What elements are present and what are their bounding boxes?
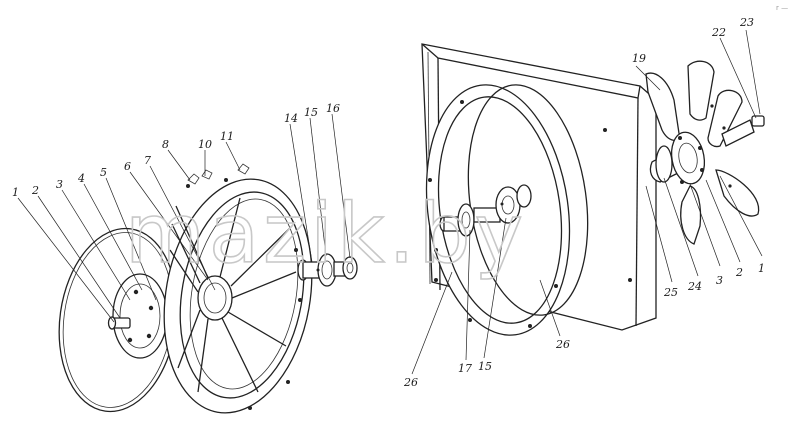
left-bearing-shaft — [297, 253, 358, 287]
fan-impeller — [645, 60, 765, 245]
spoked-wheel — [163, 163, 313, 414]
callout-r17: 17 — [458, 362, 472, 375]
callout-5: 5 — [100, 166, 107, 179]
left-assembly — [17, 113, 358, 414]
callout-24: 24 — [687, 280, 702, 293]
callout-10: 10 — [198, 138, 212, 151]
callout-r15: 15 — [478, 360, 492, 373]
callout-11: 11 — [220, 130, 234, 143]
callout-3: 3 — [56, 178, 63, 191]
hub-plate — [107, 273, 168, 359]
left-leaders — [17, 113, 351, 323]
corner-mark: r — — [776, 4, 788, 12]
callout-15: 15 — [304, 106, 318, 119]
callout-r2: 2 — [735, 266, 743, 279]
right-leaders — [411, 29, 763, 375]
callout-r3: 3 — [716, 274, 723, 287]
callout-6: 6 — [124, 160, 131, 173]
callout-7: 7 — [144, 154, 151, 167]
callout-19: 19 — [632, 52, 646, 65]
callout-4: 4 — [77, 172, 85, 185]
callout-26b: 26 — [555, 338, 570, 351]
callout-2: 2 — [31, 184, 39, 197]
callout-26a: 26 — [403, 376, 418, 389]
watermark-text: mazik.by — [125, 187, 527, 282]
callout-23: 23 — [739, 16, 754, 29]
callout-1: 1 — [12, 186, 19, 199]
callout-16: 16 — [326, 102, 340, 115]
right-bearing-shaft — [439, 184, 532, 237]
callout-8: 8 — [162, 138, 169, 151]
callout-14: 14 — [284, 112, 298, 125]
callout-25: 25 — [663, 286, 678, 299]
right-assembly — [411, 29, 765, 375]
callout-r1: 1 — [758, 262, 765, 275]
callout-22: 22 — [711, 26, 726, 39]
callout-labels: 1 2 3 4 5 6 7 8 10 11 14 15 16 19 22 23 … — [12, 16, 765, 389]
